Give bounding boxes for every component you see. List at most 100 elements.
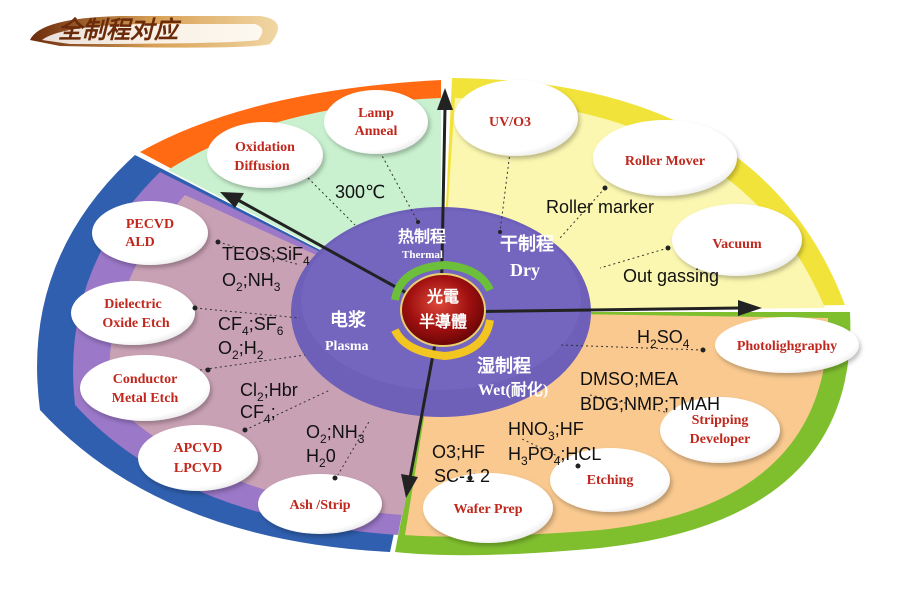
formula-sub: 3 xyxy=(521,454,528,468)
formula-part: ;H xyxy=(239,338,257,358)
bubble-vacuum[interactable]: Vacuum xyxy=(672,204,802,276)
leader-pecvd xyxy=(217,241,301,266)
dot xyxy=(665,245,671,251)
bubble-etching[interactable]: Etching xyxy=(550,448,670,512)
bubble-lamp-anneal[interactable]: Lamp Anneal xyxy=(324,90,428,154)
formula-part: ;HCL xyxy=(560,444,601,464)
bubble-pecvd-line1: PECVD xyxy=(126,217,174,232)
bubble-dielectric-oxide-etch[interactable]: Dielectric Oxide Etch xyxy=(71,281,195,345)
outgassing-label: Out gassing xyxy=(623,266,719,286)
formula-sub: 2 xyxy=(257,348,264,362)
wet-cn-label: 湿制程 xyxy=(477,356,531,377)
dot xyxy=(242,427,248,433)
bubble-photolithography[interactable]: Photolighgraphy xyxy=(715,317,859,373)
formula-o2-h2: O2;H2 xyxy=(218,338,264,362)
plasma-en-label: Plasma xyxy=(325,339,369,354)
bubble-stripping-line1: Stripping xyxy=(692,413,749,428)
bubble-stripping-developer[interactable]: Stripping Developer xyxy=(660,397,780,463)
leader-dots xyxy=(192,185,706,481)
formula-o2-nh3-ash: O2;NH3 xyxy=(306,422,365,446)
leader-photo xyxy=(559,344,704,351)
bubble-pecvd-line2: ALD xyxy=(125,235,155,250)
bubble-shape xyxy=(672,204,802,276)
dot xyxy=(700,347,706,353)
bubble-shape xyxy=(550,448,670,512)
bubble-shape xyxy=(593,120,737,196)
bubble-shape xyxy=(138,425,258,491)
formula-part: O xyxy=(306,422,320,442)
arrow-right-head xyxy=(738,300,762,316)
formula-sub: 2 xyxy=(320,432,327,446)
formula-part: H xyxy=(306,446,319,466)
bubble-wafer-prep[interactable]: Wafer Prep xyxy=(423,473,553,543)
arrow-right xyxy=(440,306,741,314)
arrow-left-head xyxy=(220,192,244,208)
bubble-shape xyxy=(324,90,428,154)
hub-core xyxy=(400,273,486,347)
formula-teos-sif4: TEOS;SiF4 xyxy=(222,244,310,268)
bubble-shape xyxy=(423,473,553,543)
formula-part: O xyxy=(218,338,232,358)
hub-swirl-yellow xyxy=(391,319,494,361)
formula-cf4: CF4; xyxy=(240,402,276,426)
formula-part: TEOS;SiF xyxy=(222,244,303,264)
bubble-apcvd-line2: LPCVD xyxy=(174,461,222,476)
thermal-en-label: Thermal xyxy=(402,249,443,261)
formula-part: HNO xyxy=(508,419,548,439)
dot xyxy=(602,185,608,191)
formula-part: 0 xyxy=(326,446,336,466)
formula-sub: 3 xyxy=(358,432,365,446)
hub-line1: 光電 xyxy=(426,287,459,306)
hub-line2: 半導體 xyxy=(419,312,467,331)
leader-uvo3 xyxy=(499,151,511,233)
formula-h2o: H20 xyxy=(306,446,336,470)
formula-cl2-hbr: Cl2;Hbr xyxy=(240,380,298,404)
bubble-uvo3[interactable]: UV/O3 xyxy=(454,80,578,156)
leader-lamp xyxy=(379,151,419,223)
bubble-apcvd-lpcvd[interactable]: APCVD LPCVD xyxy=(138,425,258,491)
formula-part: ;NH xyxy=(327,422,358,442)
bubble-vacuum-line1: Vacuum xyxy=(712,237,762,252)
formula-part: CF xyxy=(218,314,242,334)
arrow-down-head xyxy=(401,474,418,498)
bubble-conductor-metal-etch[interactable]: Conductor Metal Etch xyxy=(80,355,210,421)
formula-part: H xyxy=(508,444,521,464)
formula-sub: 4 xyxy=(554,454,561,468)
bubble-ash-line1: Ash /Strip xyxy=(289,498,350,513)
bubble-shape xyxy=(92,201,208,265)
bubble-shape xyxy=(660,397,780,463)
leader-apcvd xyxy=(244,389,331,431)
bubble-shape xyxy=(80,355,210,421)
formula-sub: 2 xyxy=(236,280,243,294)
formula-part: ;HF xyxy=(555,419,584,439)
bubble-conductor-line1: Conductor xyxy=(113,372,178,387)
formula-part: ;NH xyxy=(243,270,274,290)
dot xyxy=(192,305,198,311)
formula-part: O xyxy=(222,270,236,290)
formula-part: ;Hbr xyxy=(264,380,298,400)
formula-part: PO xyxy=(528,444,554,464)
formula-hno3-hf: HNO3;HF xyxy=(508,419,584,443)
bubble-ash-strip[interactable]: Ash /Strip xyxy=(258,474,382,534)
thermal-cn-label: 热制程 xyxy=(398,227,446,246)
bubble-roller-mover[interactable]: Roller Mover xyxy=(593,120,737,196)
hub-swirl-green xyxy=(391,260,494,301)
arrow-up-head xyxy=(437,88,453,110)
bubble-oxidation-diffusion[interactable]: Oxidation Diffusion xyxy=(207,122,323,188)
title-banner: 全制程对应 xyxy=(30,15,278,48)
bubble-wafer-line1: Wafer Prep xyxy=(453,502,522,517)
bubbles: Lamp Anneal Oxidation Diffusion UV/O3 Ro… xyxy=(71,80,859,543)
dot xyxy=(215,239,221,245)
bubble-dielectric-line1: Dielectric xyxy=(104,297,162,312)
bubble-shape xyxy=(207,122,323,188)
dot xyxy=(467,475,473,481)
formula-sub: 6 xyxy=(277,324,284,338)
formula-part: ; xyxy=(271,402,276,422)
bubble-stripping-line2: Developer xyxy=(690,432,751,447)
dot xyxy=(205,367,211,373)
bubble-pecvd-ald[interactable]: PECVD ALD xyxy=(92,201,208,265)
bubble-shape xyxy=(258,474,382,534)
bdg-nmp-tmah-label: BDG;NMP;TMAH xyxy=(580,394,720,414)
formula-sub: 2 xyxy=(232,348,239,362)
